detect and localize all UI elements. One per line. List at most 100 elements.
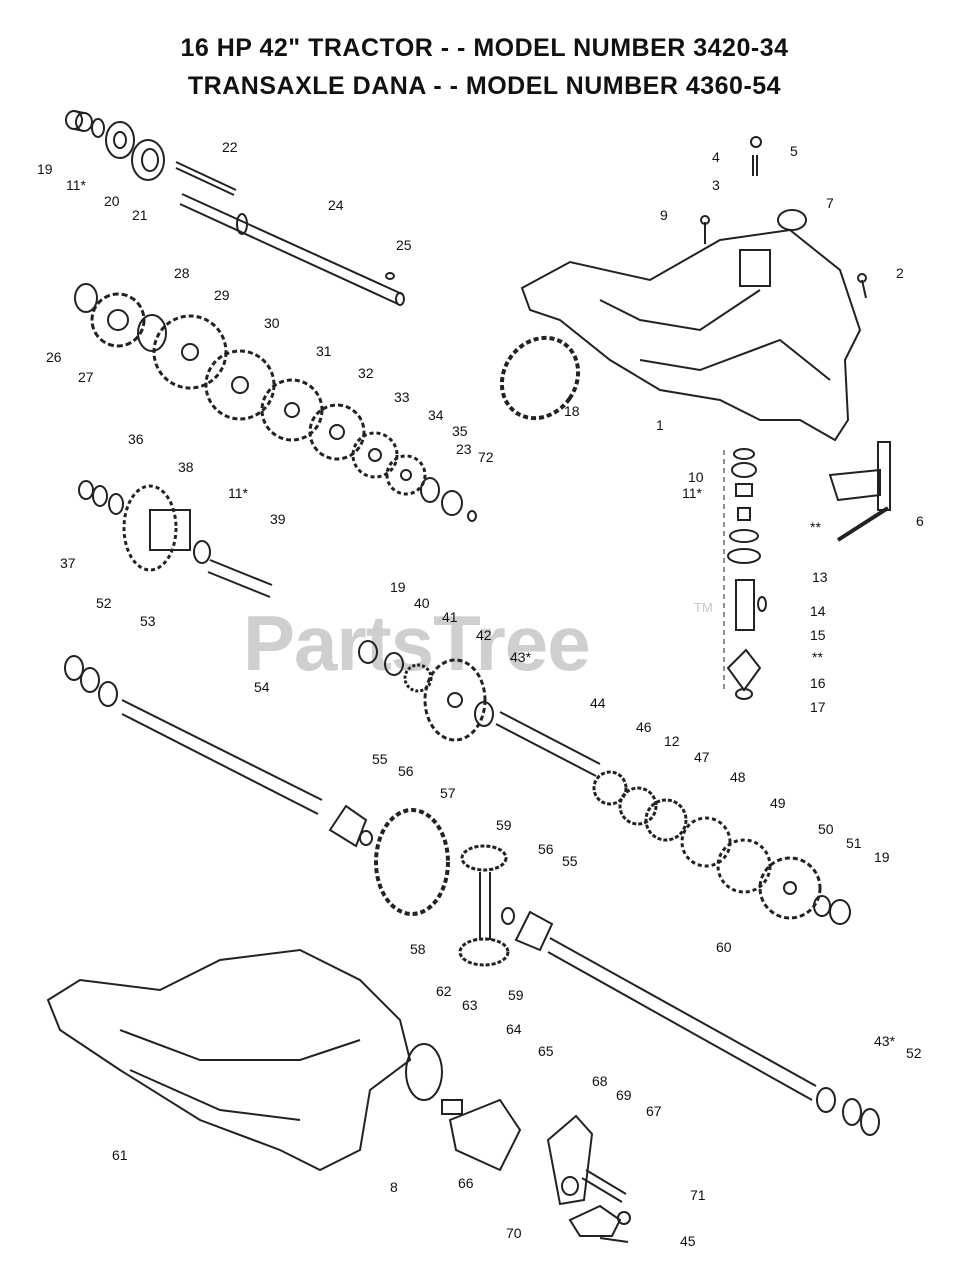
callout-22: 22 <box>222 139 238 155</box>
part-52-washer <box>64 655 84 681</box>
callout-27: 27 <box>78 369 94 385</box>
part-19-bushing-c <box>829 899 851 925</box>
part-7-breather <box>777 209 807 231</box>
callout-11-c: 11* <box>682 485 702 501</box>
callout-56-b: 56 <box>538 841 554 857</box>
callout-1: 1 <box>656 417 664 433</box>
part-59-pinion-bottom <box>458 937 510 967</box>
diagram-title-line-1: 16 HP 42" TRACTOR - - MODEL NUMBER 3420-… <box>180 34 789 62</box>
part-9-bolt <box>700 215 710 244</box>
part-36-washer <box>92 485 108 507</box>
callout-64: 64 <box>506 1021 522 1037</box>
part-19-bushing-b <box>358 640 378 664</box>
callout-68: 68 <box>592 1073 608 1089</box>
callout-12: 12 <box>664 733 680 749</box>
callout-23: 23 <box>456 441 472 457</box>
part-25-pin <box>385 272 395 280</box>
part-27-sprocket <box>90 292 146 348</box>
part-37-washer <box>78 480 94 500</box>
part-13-washer <box>727 548 761 564</box>
part-34-gear <box>385 454 427 496</box>
part-64-bracket <box>448 1098 522 1172</box>
part-10-washer <box>733 448 755 460</box>
callout-14: 14 <box>810 603 826 619</box>
part-55-bevel-gear <box>328 804 368 848</box>
callout-51: 51 <box>846 835 862 851</box>
part-43-washer <box>474 701 494 727</box>
part-45-bolt <box>599 1237 629 1243</box>
callout-35: 35 <box>452 423 468 439</box>
part-12-gear <box>618 786 658 826</box>
callout-9: 9 <box>660 207 668 223</box>
part-46-gear <box>592 770 628 806</box>
part-26-ring <box>74 283 98 313</box>
part-11-spacer <box>193 540 211 564</box>
part-51-washer <box>813 895 831 917</box>
callout-49: 49 <box>770 795 786 811</box>
callout-20: 20 <box>104 193 120 209</box>
part-33-gear <box>351 431 399 479</box>
callout-double-star-b: ** <box>812 649 823 665</box>
part-54-axle-shaft <box>121 699 323 815</box>
callout-15: 15 <box>810 627 826 643</box>
part-56-washer-b <box>501 907 515 925</box>
callout-36: 36 <box>128 431 144 447</box>
part-72-ring <box>467 510 477 522</box>
part-42-gear <box>423 658 487 742</box>
callout-47: 47 <box>694 749 710 765</box>
callout-3: 3 <box>712 177 720 193</box>
callout-25: 25 <box>396 237 412 253</box>
part-41-gear <box>403 663 433 693</box>
callout-52-b: 52 <box>906 1045 922 1061</box>
callout-41: 41 <box>442 609 458 625</box>
callout-17: 17 <box>810 699 826 715</box>
part-11-washer-b <box>731 462 757 478</box>
callout-11: 11* <box>66 177 86 193</box>
callout-59: 59 <box>496 817 512 833</box>
callout-56: 56 <box>398 763 414 779</box>
part-5-screw <box>750 136 762 148</box>
callout-45: 45 <box>680 1233 696 1249</box>
callout-54: 54 <box>254 679 270 695</box>
part-44-shaft <box>495 711 601 777</box>
callout-55: 55 <box>372 751 388 767</box>
part-28-spacer <box>137 314 167 352</box>
part-58-cross-shaft <box>479 872 491 940</box>
callout-67: 67 <box>646 1103 662 1119</box>
part-2-bolt <box>857 273 867 299</box>
callout-double-star: ** <box>810 519 821 535</box>
callout-21: 21 <box>132 207 148 223</box>
callout-65: 65 <box>538 1043 554 1059</box>
part-65-plate <box>546 1114 594 1206</box>
callout-69: 69 <box>616 1087 632 1103</box>
callout-6: 6 <box>916 513 924 529</box>
callout-32: 32 <box>358 365 374 381</box>
diagram-title-line-2: TRANSAXLE DANA - - MODEL NUMBER 4360-54 <box>187 72 782 100</box>
callout-40: 40 <box>414 595 430 611</box>
callout-39: 39 <box>270 511 286 527</box>
callout-50: 50 <box>818 821 834 837</box>
callout-43-b: 43* <box>874 1033 896 1049</box>
part-spacer <box>735 483 753 497</box>
part-59-pinion-top <box>460 844 508 872</box>
part-21-bearing <box>131 139 165 181</box>
callout-57: 57 <box>440 785 456 801</box>
part-60-axle-shaft <box>547 937 817 1101</box>
part-16-bevel-gear <box>726 648 762 692</box>
part-56-washer <box>359 830 373 846</box>
part-39-pin <box>207 559 273 598</box>
callout-4: 4 <box>712 149 720 165</box>
part-40-spacer <box>384 652 404 676</box>
part-4-3-bolt <box>752 155 758 176</box>
part-50-gear <box>758 856 822 920</box>
callout-70: 70 <box>506 1225 522 1241</box>
callout-52: 52 <box>96 595 112 611</box>
part-23-bushing <box>441 490 463 516</box>
part-43-washer-b <box>816 1087 836 1113</box>
part-49-gear <box>716 838 772 894</box>
part-69-67-bolt <box>581 1169 627 1203</box>
part-35-washer <box>420 477 440 503</box>
callout-61: 61 <box>112 1147 128 1163</box>
callout-53: 53 <box>140 613 156 629</box>
